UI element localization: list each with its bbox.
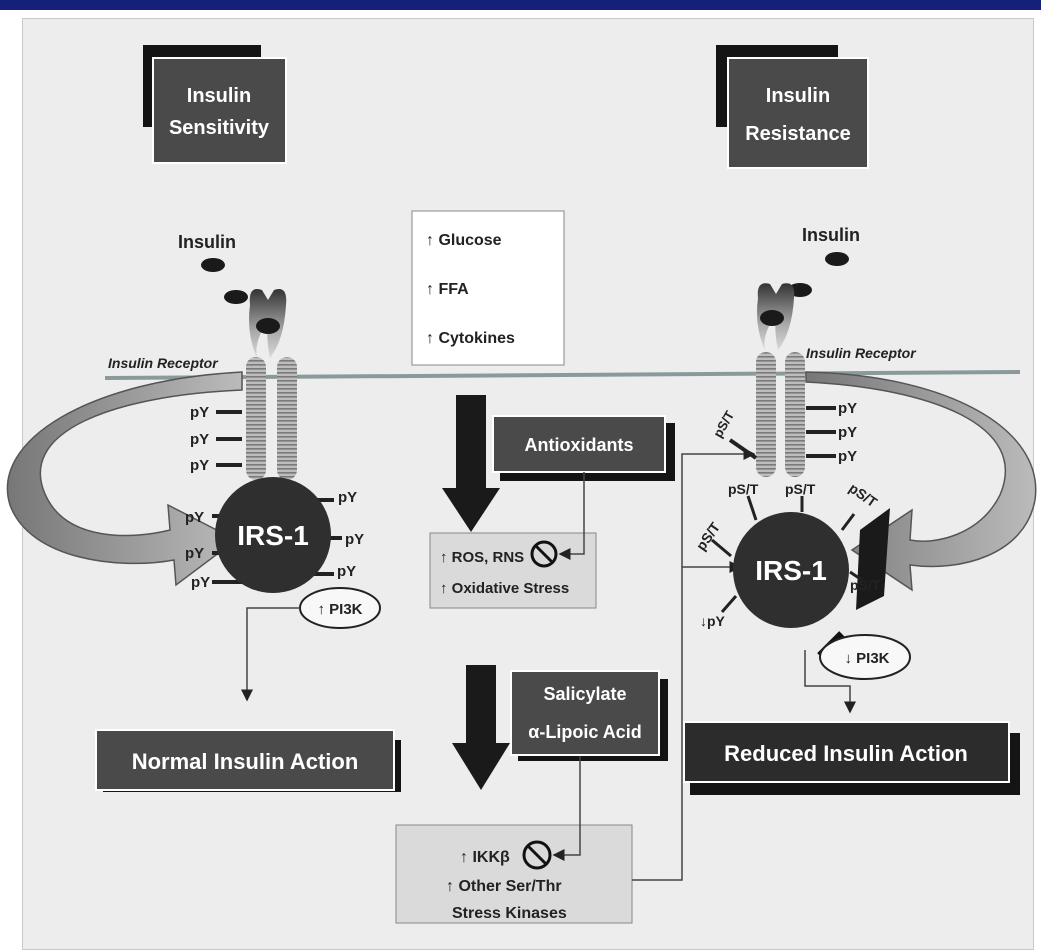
left-title-box: Insulin Sensitivity (143, 45, 287, 164)
right-irs-label: IRS-1 (755, 555, 827, 586)
left-pi3k-label: ↑ PI3K (317, 601, 362, 618)
salicylate-box: Salicylate α-Lipoic Acid (510, 670, 668, 761)
right-insulin-label: Insulin (802, 225, 860, 245)
left-irs-py: pY (338, 489, 357, 506)
antioxidant-inhibition-line (558, 472, 585, 560)
top-rule (0, 0, 1041, 10)
right-irs-pst: pS/T (693, 519, 724, 553)
trigger-cytokines: ↑ Cytokines (426, 330, 515, 347)
svg-text:pY: pY (838, 424, 857, 441)
right-title-line1: Insulin (766, 85, 830, 107)
right-irs-pst: pS/T (850, 577, 881, 593)
right-irs-pst: pS/T (728, 481, 759, 497)
inhibit-icon (530, 540, 558, 568)
stress-kinases-label: Stress Kinases (452, 905, 567, 922)
other-kinases-label: ↑ Other Ser/Thr (446, 878, 562, 895)
right-receptor-marks: pY pY pY pS/T (710, 400, 857, 465)
irs1-node (733, 512, 849, 628)
right-receptor-label: Insulin Receptor (806, 345, 917, 361)
right-pi3k-connector (804, 650, 856, 714)
ros-rns-label: ↑ ROS, RNS (440, 549, 524, 566)
reduced-insulin-action: Reduced Insulin Action (724, 741, 968, 766)
lipoic-acid-label: α-Lipoic Acid (528, 722, 641, 742)
left-irs-py: pY (337, 563, 356, 580)
right-irs-group: IRS-1 pS/T pS/T pS/T pS/T pS/T ↓pY (693, 480, 881, 629)
right-irs-pst: pS/T (785, 481, 816, 497)
svg-text:pY: pY (838, 448, 857, 465)
left-receptor-label: Insulin Receptor (108, 355, 219, 371)
right-title-line2: Resistance (745, 123, 851, 145)
ros-box: ↑ ROS, RNS ↑ Oxidative Stress (429, 532, 597, 609)
right-pi3k-oval (819, 634, 911, 680)
left-insulin-label: Insulin (178, 232, 236, 252)
left-title-line1: Insulin (187, 85, 251, 107)
trigger-glucose: ↑ Glucose (426, 232, 502, 249)
reduced-insulin-action-box: Reduced Insulin Action (683, 721, 1020, 795)
left-curved-arrow (6, 371, 243, 587)
left-irs-py: pY (191, 574, 210, 591)
inhibit-icon (522, 840, 552, 870)
kinase-to-receptor-connector (681, 448, 756, 567)
insulin-molecule (825, 252, 849, 266)
normal-insulin-action-box: Normal Insulin Action (95, 729, 401, 792)
normal-insulin-action: Normal Insulin Action (132, 749, 359, 774)
svg-text:pY: pY (838, 400, 857, 417)
left-irs-group: IRS-1 pY pY pY pY pY pY (185, 477, 364, 593)
right-curved-arrow (805, 371, 1037, 592)
left-title-line2: Sensitivity (169, 117, 270, 139)
salicylate-label: Salicylate (543, 684, 626, 704)
ikk-label: ↑ IKKβ (460, 849, 510, 866)
right-insulin-receptor (756, 283, 805, 477)
insulin-molecule (224, 290, 248, 304)
left-receptor-py: pY pY pY (190, 404, 242, 474)
svg-text:pS/T: pS/T (710, 408, 737, 440)
oxidative-stress-label: ↑ Oxidative Stress (440, 580, 569, 597)
irs1-node (215, 477, 331, 593)
triggers-box: ↑ Glucose ↑ FFA ↑ Cytokines (411, 210, 565, 366)
antioxidants-box: Antioxidants (492, 415, 675, 481)
left-pi3k-connector (241, 607, 300, 702)
svg-text:pY: pY (190, 457, 209, 474)
kinase-box: ↑ IKKβ ↑ Other Ser/Thr Stress Kinases (395, 824, 633, 924)
svg-text:pY: pY (190, 431, 209, 448)
right-irs-pst: pS/T (846, 480, 880, 511)
down-arrow-2 (452, 665, 510, 790)
trigger-ffa: ↑ FFA (426, 281, 469, 298)
left-irs-py: pY (185, 545, 204, 562)
salicylate-inhibition-line (552, 756, 581, 861)
right-title-box: Insulin Resistance (716, 45, 869, 169)
blocking-bar-icon (856, 508, 890, 610)
left-irs-label: IRS-1 (237, 520, 309, 551)
antioxidants-label: Antioxidants (524, 435, 633, 455)
kinase-to-irs-connector (632, 561, 742, 881)
left-insulin-receptor (246, 289, 297, 480)
right-irs-py-down: ↓pY (700, 613, 726, 629)
right-pi3k-label: ↓ PI3K (844, 650, 889, 667)
left-irs-py: pY (345, 531, 364, 548)
insulin-molecule (201, 258, 225, 272)
svg-text:pY: pY (190, 404, 209, 421)
left-irs-py: pY (185, 509, 204, 526)
down-arrow-1 (442, 395, 500, 532)
